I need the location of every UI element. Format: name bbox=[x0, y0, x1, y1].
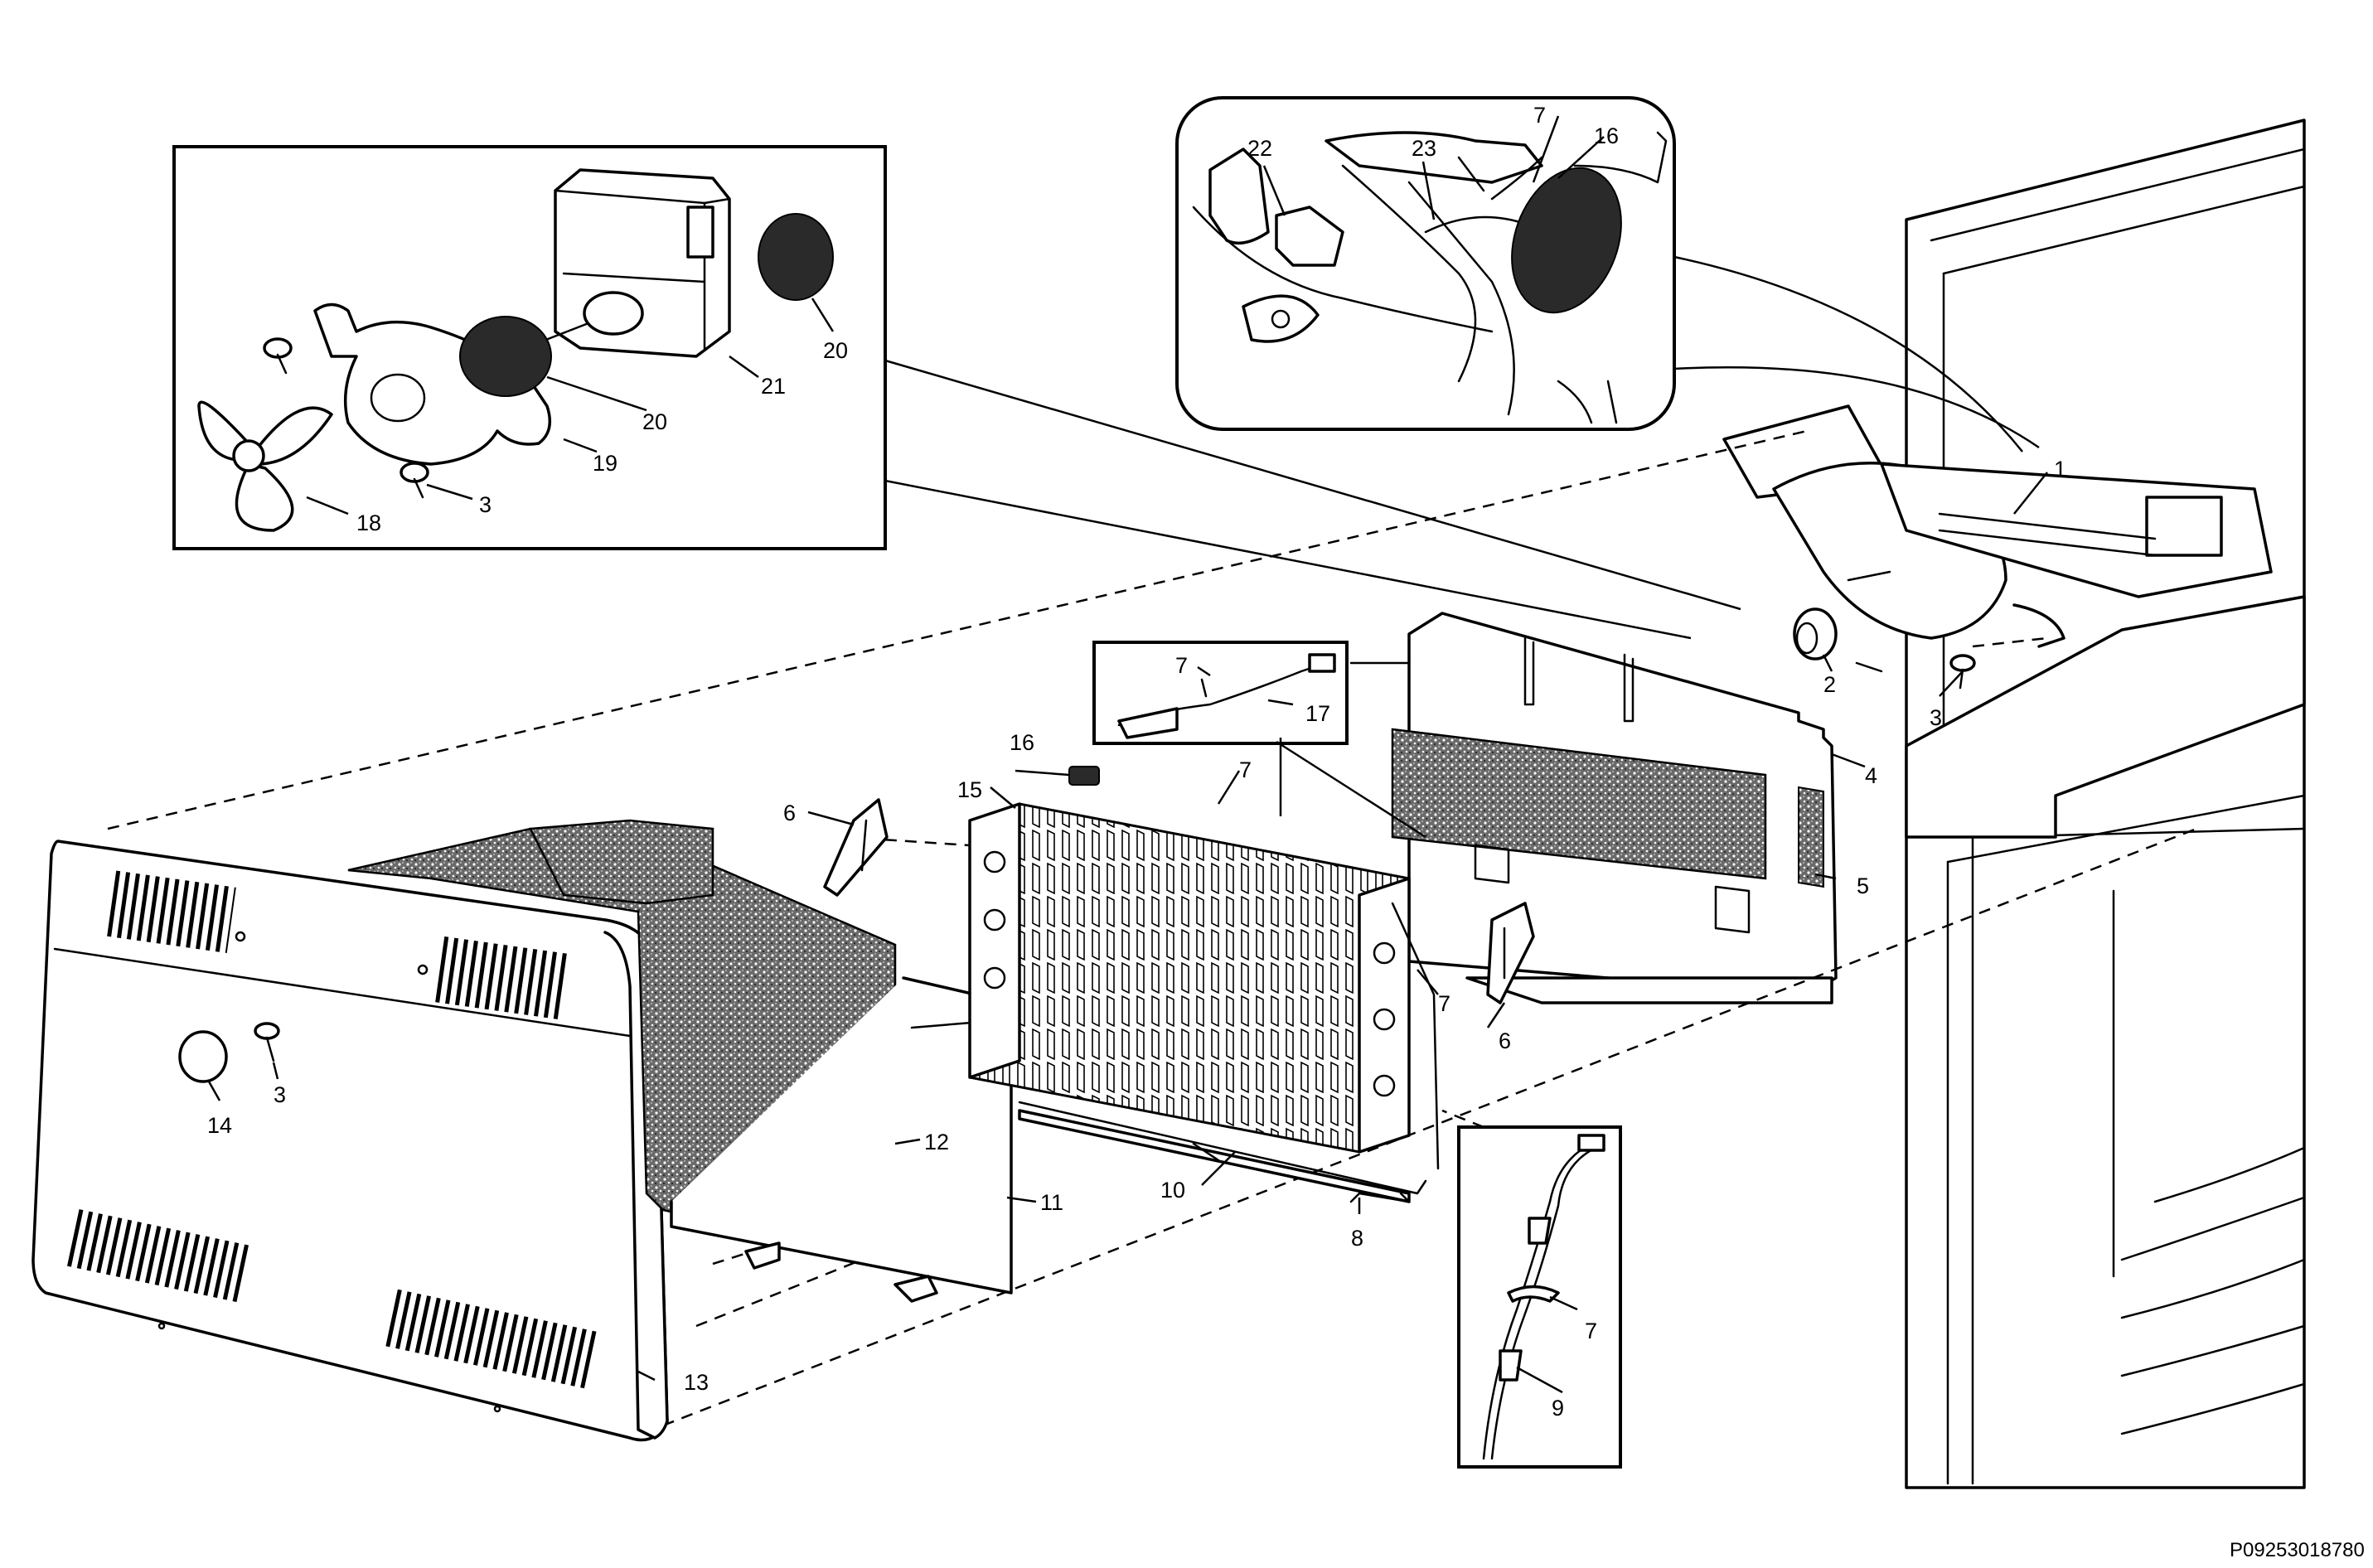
callout-3-front: 3 bbox=[274, 1082, 286, 1107]
callout-9: 9 bbox=[1552, 1396, 1564, 1420]
callout-1: 1 bbox=[2054, 457, 2066, 482]
callout-4: 4 bbox=[1865, 763, 1877, 788]
callout-20-inset: 20 bbox=[642, 409, 667, 434]
callout-7-harness: 7 bbox=[1585, 1319, 1597, 1343]
callout-23: 23 bbox=[1412, 136, 1436, 161]
callout-19: 19 bbox=[593, 451, 617, 476]
evaporator-coil bbox=[968, 802, 1440, 1203]
fan-shroud bbox=[1722, 404, 2306, 839]
callout-3-inset: 3 bbox=[479, 492, 492, 517]
rear-plate bbox=[670, 976, 1013, 1303]
drawing-code: P09253018780 bbox=[2230, 1539, 2365, 1561]
sensor-cap-2 bbox=[1793, 607, 1838, 661]
callout-10: 10 bbox=[1160, 1178, 1185, 1203]
drain-tube-8 bbox=[1349, 1192, 1411, 1203]
evaporator-cover bbox=[1349, 612, 1838, 1004]
callout-leaders bbox=[207, 115, 2048, 1394]
callout-7-coil: 7 bbox=[1239, 757, 1252, 782]
callout-12: 12 bbox=[924, 1130, 949, 1154]
callout-7-mid: 7 bbox=[1438, 991, 1450, 1016]
plug-14 bbox=[178, 1030, 228, 1083]
fan-motor-inset bbox=[172, 145, 1741, 640]
callout-3-right: 3 bbox=[1930, 705, 1942, 730]
callout-5: 5 bbox=[1857, 874, 1869, 898]
sensor-16 bbox=[1068, 766, 1100, 786]
callout-17: 17 bbox=[1305, 701, 1330, 726]
callout-7-damper: 7 bbox=[1533, 103, 1546, 128]
callout-13: 13 bbox=[684, 1370, 709, 1395]
callout-6-right: 6 bbox=[1499, 1028, 1511, 1053]
bracket-6-left bbox=[823, 798, 889, 897]
bracket-6-right bbox=[1486, 902, 1535, 1004]
callout-20-grommet: 20 bbox=[823, 338, 848, 363]
callout-7-box: 7 bbox=[1175, 653, 1188, 678]
callout-2: 2 bbox=[1823, 672, 1836, 697]
callout-18: 18 bbox=[356, 511, 381, 535]
callout-21: 21 bbox=[761, 374, 786, 399]
wiring-box-9 bbox=[1441, 1109, 1622, 1469]
screw-3-front bbox=[254, 1022, 280, 1062]
callout-6-left: 6 bbox=[783, 801, 796, 825]
callout-22: 22 bbox=[1247, 136, 1272, 161]
callout-8: 8 bbox=[1351, 1226, 1363, 1251]
wiring-box-17 bbox=[1092, 641, 1426, 839]
callout-11: 11 bbox=[1040, 1190, 1063, 1215]
callout-labels: 1 2 3 4 5 6 6 7 7 7 7 7 8 9 10 11 12 13 … bbox=[207, 103, 2066, 1420]
callout-16-coil: 16 bbox=[1010, 730, 1034, 755]
callout-16-damper: 16 bbox=[1594, 123, 1619, 148]
damper-inset bbox=[1175, 96, 2040, 452]
callout-14: 14 bbox=[207, 1113, 232, 1138]
callout-15: 15 bbox=[957, 777, 982, 802]
front-cover bbox=[31, 840, 669, 1442]
